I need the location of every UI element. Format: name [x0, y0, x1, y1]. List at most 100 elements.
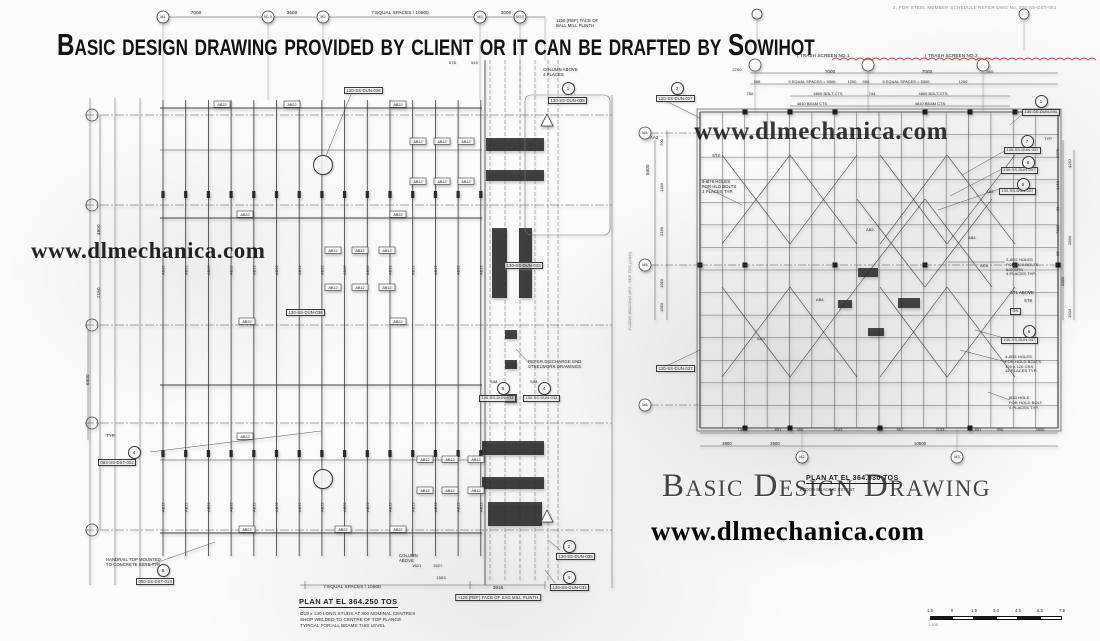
svg-text:AB22: AB22 — [410, 264, 415, 275]
svg-text:AB12: AB12 — [382, 286, 391, 290]
annotation-text: 2775 — [1055, 148, 1060, 158]
watermark-bottom: www.dlmechanica.com — [651, 516, 925, 546]
annotation-text: 575 — [449, 60, 456, 65]
annotation-text: 5400 — [645, 164, 650, 175]
svg-text:AB22: AB22 — [297, 264, 302, 275]
annotation-text: AB2 — [986, 189, 994, 194]
svg-text:AB12: AB12 — [355, 249, 364, 253]
annotation-text: 2103 — [833, 428, 843, 432]
svg-text:AB22: AB22 — [478, 501, 483, 512]
svg-text:AB22: AB22 — [388, 264, 393, 275]
annotation-text: AB2 — [866, 227, 874, 232]
annotation-text: 10500 — [913, 441, 927, 446]
annotation-text: 7000 — [824, 69, 836, 74]
annotation-text: 2150 — [96, 287, 101, 298]
annotation-text: ST2 — [712, 153, 720, 158]
svg-text:AB22: AB22 — [183, 264, 188, 275]
callout-bubble — [313, 469, 333, 489]
annotation-text: 130-SS-DUN-037 — [1004, 147, 1041, 154]
svg-text:AB22: AB22 — [161, 501, 166, 512]
annotation-text: TYP. — [106, 433, 116, 438]
annotation-text: 1250 — [958, 80, 968, 84]
svg-text:AB22: AB22 — [456, 264, 461, 275]
svg-text:AB22: AB22 — [393, 213, 402, 217]
annotation-text: 130-SS-DUN-033 — [523, 395, 560, 402]
annotation-text: 1395 — [659, 182, 664, 192]
svg-text:AB22: AB22 — [229, 501, 234, 512]
annotation-text: 1250 — [847, 80, 857, 84]
annotation-text: 4293 — [1067, 158, 1072, 168]
annotation-text: 2195 — [659, 226, 664, 236]
svg-text:AB12: AB12 — [445, 458, 454, 462]
watermark-top-right: www.dlmechanica.com — [694, 118, 948, 145]
scale-bar: 1.5 0 1.5 3.0 4.5 6.0 7.5 — [927, 608, 1080, 630]
annotation-text: 1503 — [436, 575, 446, 580]
svg-text:AB12: AB12 — [382, 249, 391, 253]
annotation-text: 130-SS-DUN-037 — [999, 188, 1036, 195]
callout-bubble: 4 — [537, 381, 551, 395]
watermark-top-left: www.dlmechanica.com — [31, 238, 266, 263]
svg-text:AB22: AB22 — [365, 501, 370, 512]
annotation-text: COLUMN ABOVE 4 PLACES — [543, 67, 578, 78]
annotation-text: 130-SS-DUN-033 — [479, 395, 516, 402]
annotation-text: 900 — [986, 69, 994, 74]
annotation-text: 1503 — [1067, 308, 1072, 318]
annotation-text: REFER DISCHARGE END STEELWORK DRAWINGS — [528, 359, 582, 370]
annotation-text: AC4 — [980, 263, 988, 268]
svg-text:AB22: AB22 — [240, 435, 249, 439]
svg-text:AB12: AB12 — [413, 180, 422, 184]
annotation-text: HANDRAIL TOP MOUNTED TO CONCRETE KERB TY… — [106, 557, 161, 568]
annotation-text: AA3 — [650, 135, 659, 140]
svg-text:AB12: AB12 — [471, 458, 480, 462]
annotation-text: SIM. — [490, 379, 499, 384]
annotation-text: 2-Ø22 HOLES FOR M20 BOLTS 520 CRS 4 PLAC… — [1006, 257, 1039, 277]
callout-bubble: 1 — [561, 81, 575, 95]
svg-text:AB12: AB12 — [328, 249, 337, 253]
annotation-text: Ø33 HOLE FOR HOLD BOLT 4 PLACES TYP. — [1009, 395, 1043, 410]
scale-tick-label: 4.5 — [1014, 608, 1022, 613]
right-plan-title: PLAN AT EL 364.030 TOS — [806, 475, 899, 484]
svg-text:AB22: AB22 — [242, 528, 251, 532]
annotation-text: 2700 — [732, 67, 742, 72]
annotation-text: M3 — [954, 454, 960, 459]
annotation-text: 1150 (REF) FACE OF BALL MILL PLINTH — [556, 18, 599, 29]
annotation-text: 5 EQUAL SPACES = 5300 — [882, 80, 930, 84]
callout-bubble: 8 — [1021, 155, 1035, 169]
svg-text:AB22: AB22 — [297, 501, 302, 512]
annotation-text: 565 — [753, 80, 761, 84]
annotation-text: FLOOR BRACING AP2 - SEE TOS (UNO) — [627, 251, 632, 330]
left-plan-note-2: SHOP WELDED TO CENTRE OF TOP FLANGE — [300, 617, 402, 622]
annotation-text: 1450 — [1055, 180, 1060, 190]
annotation-text: 7000 — [190, 10, 202, 15]
svg-text:AB12: AB12 — [420, 458, 429, 462]
svg-text:AB22: AB22 — [338, 528, 347, 532]
annotation-text: M2 — [320, 14, 326, 19]
svg-text:AB12: AB12 — [328, 286, 337, 290]
svg-text:AB22: AB22 — [478, 264, 483, 275]
callout-bubble: 6 — [1022, 324, 1036, 338]
svg-text:AB12: AB12 — [355, 286, 364, 290]
svg-text:AB12: AB12 — [420, 489, 429, 493]
annotation-text: 950 — [796, 428, 804, 432]
annotation-text: 7000 — [921, 69, 933, 74]
annotation-text: M6 — [642, 402, 648, 407]
svg-text:AB22: AB22 — [433, 501, 438, 512]
callout-bubble: 4 — [127, 445, 141, 459]
svg-text:AB22: AB22 — [251, 501, 256, 512]
annotation-text: 4810 BEAM CTS — [796, 102, 828, 106]
scale-tick-label: 7.5 — [1058, 608, 1066, 613]
annotation-text: 130-SS-DUN-033 — [504, 262, 544, 270]
annotation-text: +120 (REF) FACE OF SAG MILL PLINTH — [455, 594, 541, 602]
annotation-text: ( TRASH SCREEN NO.1 — [797, 53, 850, 58]
scale-segment — [952, 616, 974, 620]
scale-segment — [1018, 616, 1040, 620]
annotation-text: 2890 — [1067, 235, 1072, 245]
svg-text:AB22: AB22 — [342, 501, 347, 512]
annotation-text: 7 EQUAL SPACES / 10500 — [371, 10, 429, 15]
svg-text:AB22: AB22 — [206, 501, 211, 512]
scale-segment — [1040, 616, 1062, 620]
annotation-text: 2850 — [1035, 428, 1045, 432]
svg-text:AB22: AB22 — [206, 264, 211, 275]
annotation-text: COLUMN ABOVE — [399, 553, 418, 564]
callout-bubble: B — [156, 563, 170, 577]
